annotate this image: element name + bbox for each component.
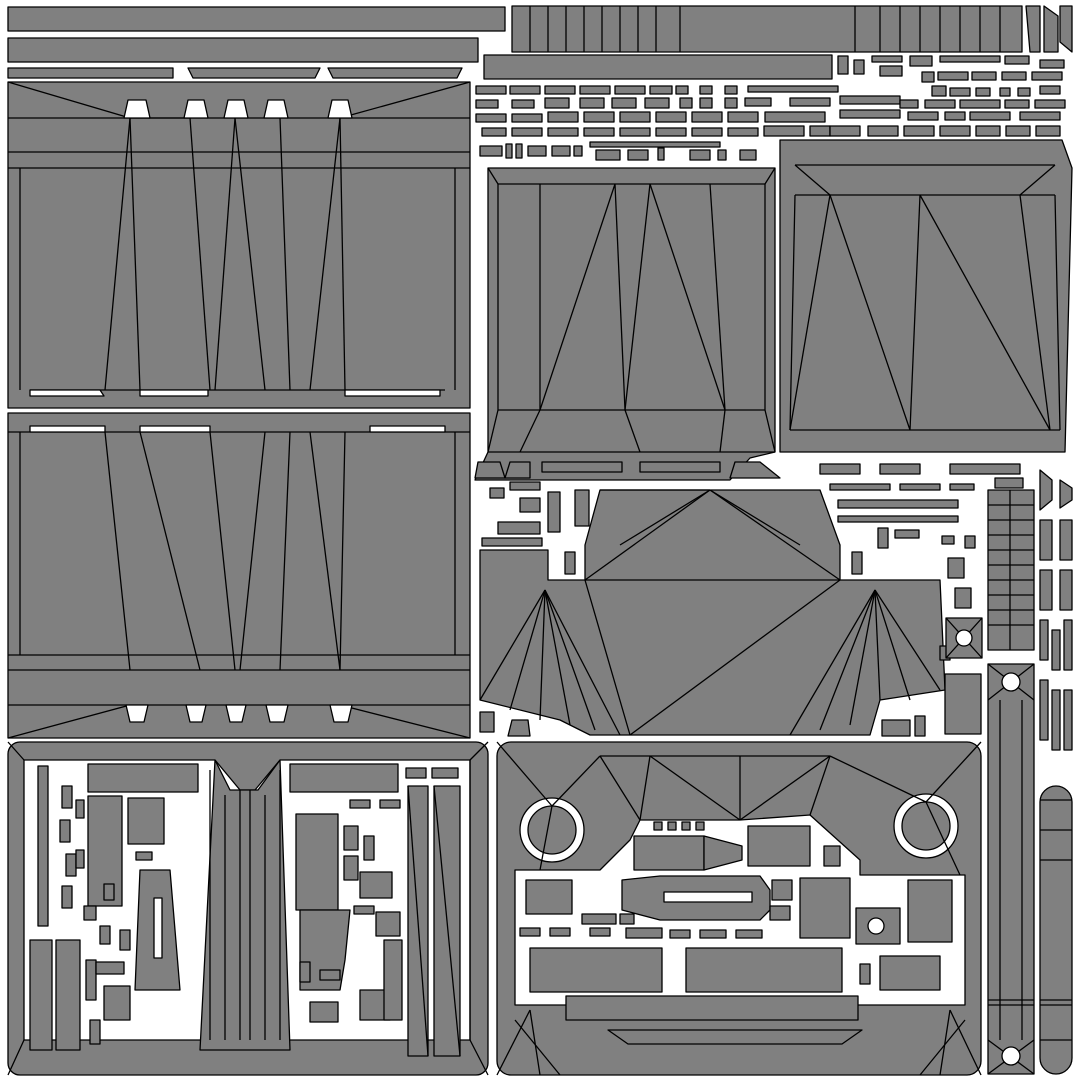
center-fan-wires (479, 489, 941, 736)
uv-island-strip-top-2 (7, 37, 479, 63)
uv-island-panel-b (7, 412, 471, 739)
panel-c-wires (487, 167, 776, 453)
ladder-1-wires (988, 490, 1034, 650)
pillar-2-wires (1040, 799, 1072, 1041)
uv-island-strip-top-5 (327, 67, 463, 79)
uv-island-small-center (474, 461, 1024, 737)
uv-island-panel-c (474, 167, 776, 481)
uv-island-bits-row (475, 55, 1066, 161)
uv-island-strip-top-3 (7, 67, 174, 79)
uv-island-diamond-1 (945, 617, 983, 659)
strip-right-1-wires (529, 6, 1001, 52)
uv-island-tab-1 (1025, 5, 1041, 53)
panel-b-notches (29, 425, 446, 723)
uv-island-ladder-1 (987, 489, 1035, 651)
uv-island-pillar-1 (987, 663, 1035, 1075)
uv-island-center-fan (479, 489, 946, 736)
bottom-center-pieces (519, 821, 953, 1045)
uv-island-tab-2 (1043, 5, 1059, 53)
uv-island-strip-top-4 (187, 67, 321, 79)
uv-island-strip-right-1 (511, 5, 1023, 53)
uv-island-tab-3 (1059, 5, 1073, 53)
uv-islands (7, 5, 1073, 1076)
porthole-left (527, 805, 577, 855)
pillar-1-hole-top (1001, 672, 1021, 692)
porthole-right (901, 801, 951, 851)
bottom-center-wires (496, 741, 982, 1076)
bottom-left-wires (7, 741, 489, 1076)
uv-island-pillar-2 (1039, 785, 1073, 1075)
uv-island-panel-d (779, 139, 1073, 453)
pillar-1-hole-bottom (1001, 1046, 1021, 1066)
uv-island-strip-top-1 (7, 6, 506, 32)
uv-island-panel-a (7, 81, 471, 409)
uv-island-right-tabs (1039, 469, 1073, 751)
panel-a-notches (29, 99, 441, 397)
panel-d-wires (789, 164, 1061, 431)
uv-island-strip-right-2 (483, 54, 833, 80)
